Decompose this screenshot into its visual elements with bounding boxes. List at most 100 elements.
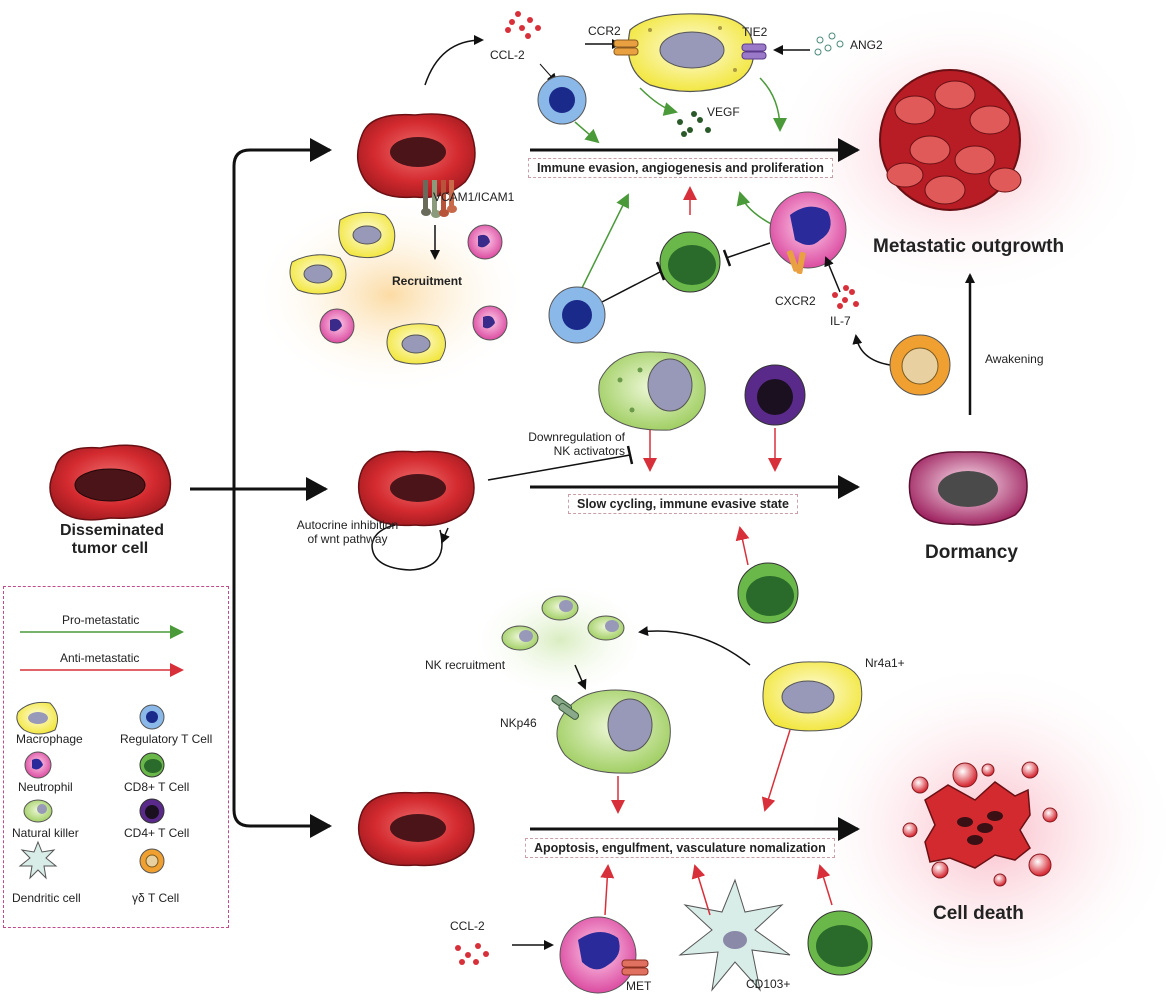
legend-macrophage-label: Macrophage — [16, 732, 83, 746]
apoptotic-bubbles — [902, 761, 1058, 887]
recruited-macrophage-1 — [338, 211, 396, 259]
neutrophil-to-outcome-arrow — [736, 191, 774, 226]
vcam-icam-receptors — [421, 180, 457, 218]
tumor-cell-dormant-branch — [357, 450, 475, 527]
downregulation-line2: NK activators — [553, 444, 625, 458]
tie2-receptor — [741, 43, 767, 60]
macrophage-nr4a1 — [762, 661, 863, 732]
macrophage-top — [627, 13, 755, 93]
cell-death-title: Cell death — [933, 903, 1024, 924]
vegf-particles — [677, 111, 711, 137]
downregulation-inhibit-bar — [626, 445, 634, 465]
il7-particles — [832, 285, 859, 309]
cd8-to-dormancy-arrow — [735, 526, 750, 566]
legend-gd-label: γδ T Cell — [132, 891, 180, 905]
awakening-label: Awakening — [985, 352, 1044, 366]
nkp46-receptor — [551, 694, 580, 720]
recruited-macrophage-3 — [386, 323, 446, 365]
legend-gd-icon — [139, 848, 165, 874]
metastatic-outcome-box: Immune evasion, angiogenesis and prolife… — [528, 158, 833, 178]
legend — [3, 586, 229, 928]
dendritic-to-death-arrow — [691, 864, 711, 916]
neutrophil-to-death-arrow — [600, 864, 615, 916]
cxcr2-label: CXCR2 — [775, 294, 816, 308]
recruited-neutrophil-3 — [472, 305, 508, 341]
nr4a1-to-death-arrow — [761, 729, 791, 812]
dendritic-cell-cd103 — [678, 878, 791, 992]
autocrine-line2: of wnt pathway — [307, 532, 388, 546]
nk-recruitment-arrow — [574, 664, 587, 690]
death-outcome-box: Apoptosis, engulfment, vasculature nomal… — [525, 838, 835, 858]
recruited-neutrophil-1 — [467, 224, 503, 260]
il7-label: IL-7 — [830, 314, 851, 328]
met-label: MET — [626, 979, 652, 993]
macrophage-to-outcome-arrow — [759, 77, 787, 132]
ccr2-receptor — [613, 39, 639, 56]
ccl2-particles-top — [505, 11, 541, 39]
recruited-macrophage-2 — [289, 254, 347, 295]
autocrine-loop — [371, 524, 443, 571]
nr4a1-to-nk-arrow — [638, 626, 751, 666]
legend-cd8-label: CD8+ T Cell — [124, 780, 190, 794]
neutrophil-cxcr2 — [769, 191, 847, 275]
treg-top — [537, 75, 587, 125]
cd4-t-cell — [744, 364, 806, 426]
autocrine-line1: Autocrine inhibition — [296, 518, 399, 532]
cd8-to-death-arrow — [816, 864, 833, 906]
source-cell-label: Disseminated tumor cell — [60, 522, 165, 558]
cd8-t-cell-death — [807, 910, 873, 976]
ccl2-top-label: CCL-2 — [490, 48, 525, 62]
dormancy-outcome-box: Slow cycling, immune evasive state — [568, 494, 798, 514]
cd103-label: CD103+ — [746, 977, 791, 991]
legend-dendritic-label: Dendritic cell — [12, 891, 81, 905]
tie2-label: TIE2 — [742, 25, 768, 39]
ccr2-label: CCR2 — [588, 24, 621, 38]
legend-cd8-icon — [139, 752, 165, 778]
legend-nk-label: Natural killer — [12, 826, 79, 840]
legend-neutrophil-label: Neutrophil — [18, 780, 73, 794]
dormancy-title: Dormancy — [925, 542, 1018, 563]
nk-cell-dormancy — [598, 351, 706, 431]
recruited-neutrophil-2 — [319, 308, 355, 344]
branch-spine — [232, 148, 326, 828]
tumor-cell-death-branch — [357, 791, 475, 867]
cd8-t-cell-dormancy — [737, 562, 799, 624]
vegf-arrow — [639, 87, 678, 116]
recruitment-label: Recruitment — [392, 274, 463, 288]
legend-treg-icon — [139, 704, 165, 730]
legend-macrophage-icon — [16, 701, 59, 735]
vegf-label: VEGF — [707, 105, 740, 119]
source-label-line2: tumor cell — [71, 540, 149, 557]
ang2-label: ANG2 — [850, 38, 883, 52]
legend-dendritic-icon — [18, 840, 58, 880]
gd-to-il7-arrow — [852, 334, 891, 366]
arrow-to-ccl2 — [424, 35, 484, 86]
legend-neutrophil-icon — [24, 751, 52, 779]
autocrine-arrow — [440, 527, 450, 544]
legend-cd4-icon — [139, 798, 165, 824]
metastatic-cluster — [879, 69, 1022, 211]
source-label-line1: Disseminated — [60, 522, 165, 539]
neutrophil-inhibit-bar — [722, 249, 732, 267]
dormant-cell — [908, 451, 1028, 526]
treg-lower — [548, 286, 606, 344]
treg-inhibit-bar — [655, 261, 666, 281]
nk-recruitment-cells — [501, 595, 625, 651]
vcam-label: VCAM1/ICAM1 — [433, 190, 515, 204]
legend-treg-label: Regulatory T Cell — [120, 732, 213, 746]
downregulation-inhibit-line — [487, 454, 631, 481]
dying-cell — [924, 781, 1031, 869]
downregulation-line1: Downregulation of — [528, 430, 625, 444]
cd8-t-cell-top — [659, 231, 721, 293]
autocrine-label: Autocrine inhibition of wnt pathway — [280, 518, 415, 546]
ccl2-bottom-label: CCL-2 — [450, 919, 485, 933]
gd-t-cell — [889, 334, 951, 396]
metastatic-outgrowth-title: Metastatic outgrowth — [873, 236, 1065, 257]
nk-cell-nkp46 — [551, 689, 671, 774]
legend-nk-icon — [23, 799, 53, 823]
ang2-particles — [814, 32, 844, 56]
nkp46-label: NKp46 — [500, 716, 537, 730]
nr4a1-label: Nr4a1+ — [865, 656, 905, 670]
nk-glow — [470, 580, 650, 700]
